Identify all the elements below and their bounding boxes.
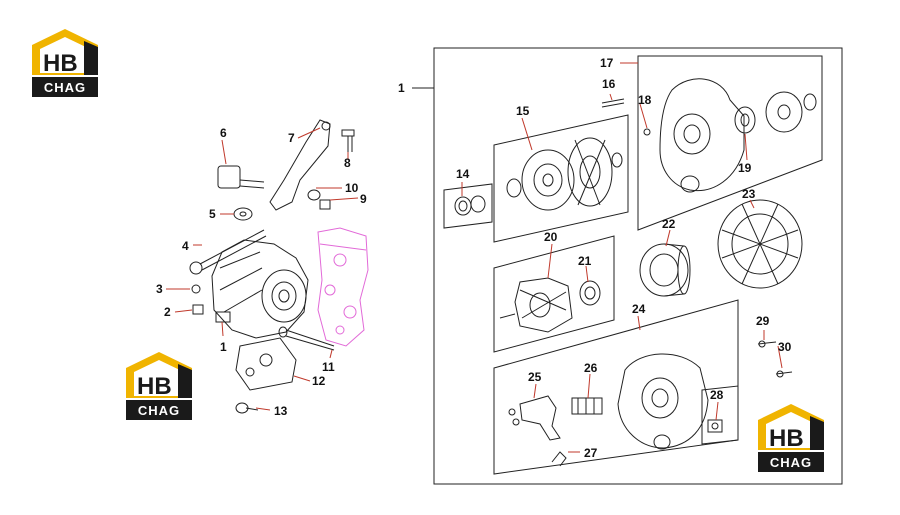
brand-logo-bottom-right: HB CHAG bbox=[752, 402, 830, 474]
callout-10: 10 bbox=[345, 181, 359, 195]
callout-28: 28 bbox=[710, 388, 724, 402]
callout-23: 23 bbox=[742, 187, 756, 201]
callout-13: 13 bbox=[274, 404, 288, 418]
panel-rear-housing bbox=[493, 299, 739, 475]
callout-29: 29 bbox=[756, 314, 770, 328]
panel-front-housing bbox=[637, 55, 823, 231]
callout-5: 5 bbox=[209, 207, 216, 221]
callout-18: 18 bbox=[638, 93, 652, 107]
callout-26: 26 bbox=[584, 361, 598, 375]
callout-30: 30 bbox=[778, 340, 792, 354]
fan-outline bbox=[567, 137, 613, 207]
callout-16: 16 bbox=[602, 77, 616, 91]
callout-7: 7 bbox=[288, 131, 295, 145]
logo-sub-text: CHAG bbox=[138, 403, 180, 418]
stator-outline bbox=[717, 199, 803, 289]
callout-24: 24 bbox=[632, 302, 646, 316]
assembly-frame bbox=[433, 47, 843, 485]
pulley-outline bbox=[521, 149, 575, 211]
callout-3: 3 bbox=[156, 282, 163, 296]
callout-9: 9 bbox=[360, 192, 367, 206]
callout-27: 27 bbox=[584, 446, 598, 460]
panel-rotor bbox=[493, 235, 615, 353]
callout-17: 17 bbox=[600, 56, 614, 70]
callout-1: 1 bbox=[220, 340, 227, 354]
callout-14: 14 bbox=[456, 167, 470, 181]
brand-logo-middle-left: HB CHAG bbox=[120, 350, 198, 422]
callout-15: 15 bbox=[516, 104, 530, 118]
logo-mark-text: HB bbox=[137, 373, 172, 400]
callout-8: 8 bbox=[344, 156, 351, 170]
callout-4: 4 bbox=[182, 239, 189, 253]
callout-25: 25 bbox=[528, 370, 542, 384]
brand-logo-top-left: HB CHAG bbox=[26, 27, 104, 99]
callout-19: 19 bbox=[738, 161, 752, 175]
callout-6: 6 bbox=[220, 126, 227, 140]
callout-1-main: 1 bbox=[398, 81, 405, 95]
callout-22: 22 bbox=[662, 217, 676, 231]
callout-11: 11 bbox=[322, 360, 335, 374]
panel-nut bbox=[701, 385, 739, 445]
callout-2: 2 bbox=[164, 305, 171, 319]
panel-pulley-fan bbox=[493, 114, 629, 243]
callout-21: 21 bbox=[578, 254, 592, 268]
callout-20: 20 bbox=[544, 230, 558, 244]
leader-lines bbox=[166, 62, 783, 453]
alternator-body bbox=[211, 239, 309, 339]
logo-sub-text: CHAG bbox=[44, 80, 86, 95]
callout-12: 12 bbox=[312, 374, 326, 388]
logo-mark-text: HB bbox=[43, 50, 78, 77]
panel-spacer bbox=[443, 183, 493, 229]
engine-block-reference bbox=[317, 227, 369, 347]
logo-sub-text: CHAG bbox=[770, 455, 812, 470]
logo-mark-text: HB bbox=[769, 425, 804, 452]
